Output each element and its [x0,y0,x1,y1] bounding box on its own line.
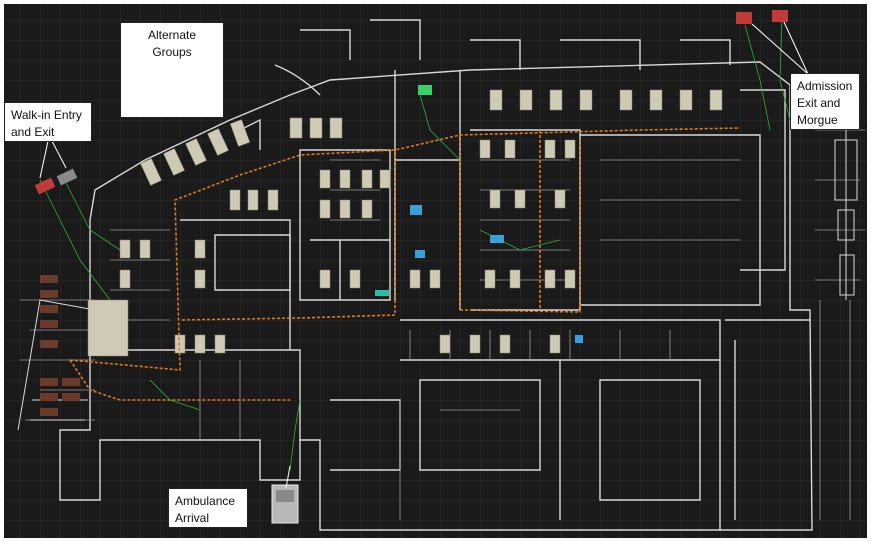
agent-links [39,19,791,471]
callout-admission-line-2: Exit and [797,96,841,110]
equipment-markers [375,85,583,343]
ambulance-bay-detail [834,120,858,300]
waiting-seats [40,275,80,416]
callout-walk-in: Walk-in Entry and Exit [4,102,92,142]
entry-markers [34,10,788,195]
callout-walk-in-line-2: and Exit [11,125,55,139]
callout-leaders [39,21,809,489]
building-walls [59,19,813,531]
callout-ambulance: Ambulance Arrival [168,488,248,528]
callout-alternate-line-1: Alternate [147,28,197,42]
callout-admission-line-1: Admission [797,79,853,93]
callout-admission: Admission Exit and Morgue [790,73,860,130]
callout-admission-line-3: Morgue [797,113,838,127]
ambulance-icon [271,484,299,524]
callout-alternate-line-2: Groups [152,45,192,59]
patient-beds [87,89,723,357]
patient-paths [69,127,741,401]
callout-alternate-groups: Alternate Groups [120,22,224,118]
callout-ambulance-line-1: Ambulance [175,494,236,508]
callout-ambulance-line-2: Arrival [175,511,210,525]
callout-walk-in-line-1: Walk-in Entry [11,108,82,122]
